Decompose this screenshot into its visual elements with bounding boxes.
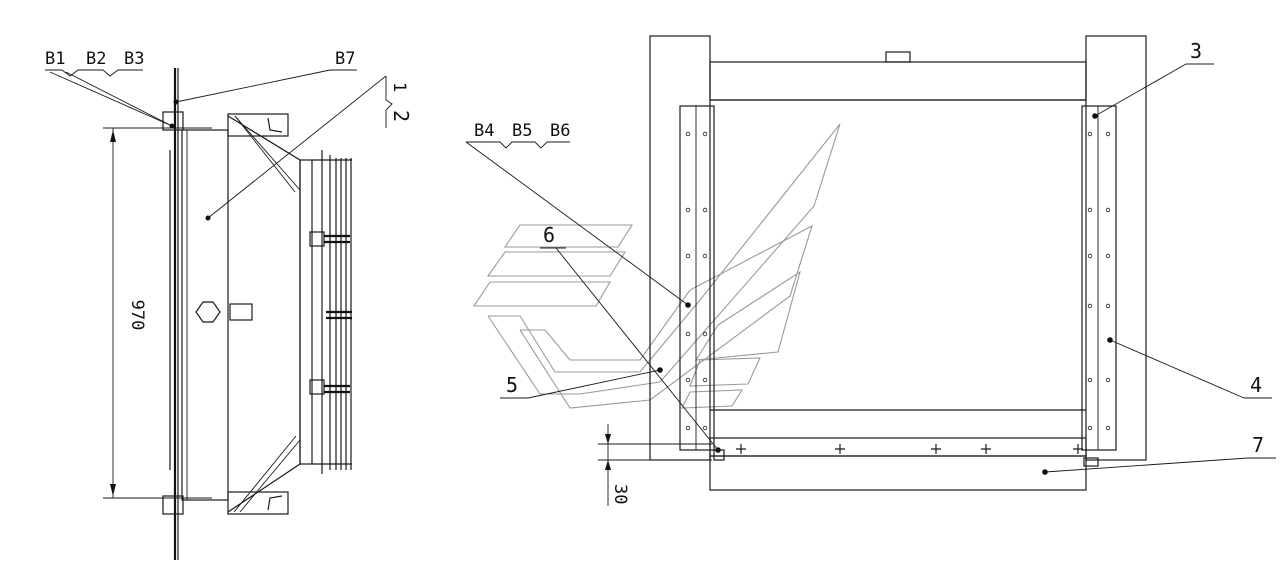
outlet-pipe (229, 303, 253, 321)
label-b2: B2 (86, 49, 106, 69)
fan-guard (299, 159, 313, 465)
label-part-3: 3 (1190, 39, 1202, 63)
label-part-7: 7 (1252, 433, 1264, 457)
label-b3: B3 (124, 49, 144, 69)
label-b6: B6 (550, 121, 570, 141)
label-part-1: 1 (389, 82, 409, 92)
top-header (709, 61, 1087, 101)
top-cap (885, 51, 911, 63)
label-part-5: 5 (506, 373, 518, 397)
fan-guard-bars (312, 150, 352, 474)
right-tank (1085, 35, 1147, 461)
label-part-2: 2 (389, 110, 413, 122)
radiator-core (181, 129, 229, 501)
label-part-6: 6 (543, 223, 555, 247)
watermark-logo (472, 123, 841, 409)
bottom-mount (227, 491, 289, 515)
filler-cap (195, 301, 221, 323)
label-b4: B4 (474, 121, 494, 141)
front-view: 30 3 4 7 B4 B5 B6 6 5 (465, 35, 1276, 506)
bottom-rail (709, 437, 1087, 457)
rail-crosses (736, 444, 1083, 454)
label-b1: B1 (45, 49, 65, 69)
dimension-970: 970 (127, 300, 147, 331)
label-b5: B5 (512, 121, 532, 141)
label-b7: B7 (335, 49, 355, 69)
mounting-holes (685, 131, 1111, 431)
dimension-30: 30 (610, 484, 630, 504)
label-part-4: 4 (1250, 373, 1262, 397)
bottom-bracket (162, 495, 184, 515)
left-side-plate (679, 105, 715, 451)
right-side-plate (1081, 105, 1117, 451)
bottom-base (709, 455, 1087, 491)
side-view: 970 B1 B2 B3 B7 1 2 (45, 49, 413, 560)
top-mount (227, 113, 289, 137)
